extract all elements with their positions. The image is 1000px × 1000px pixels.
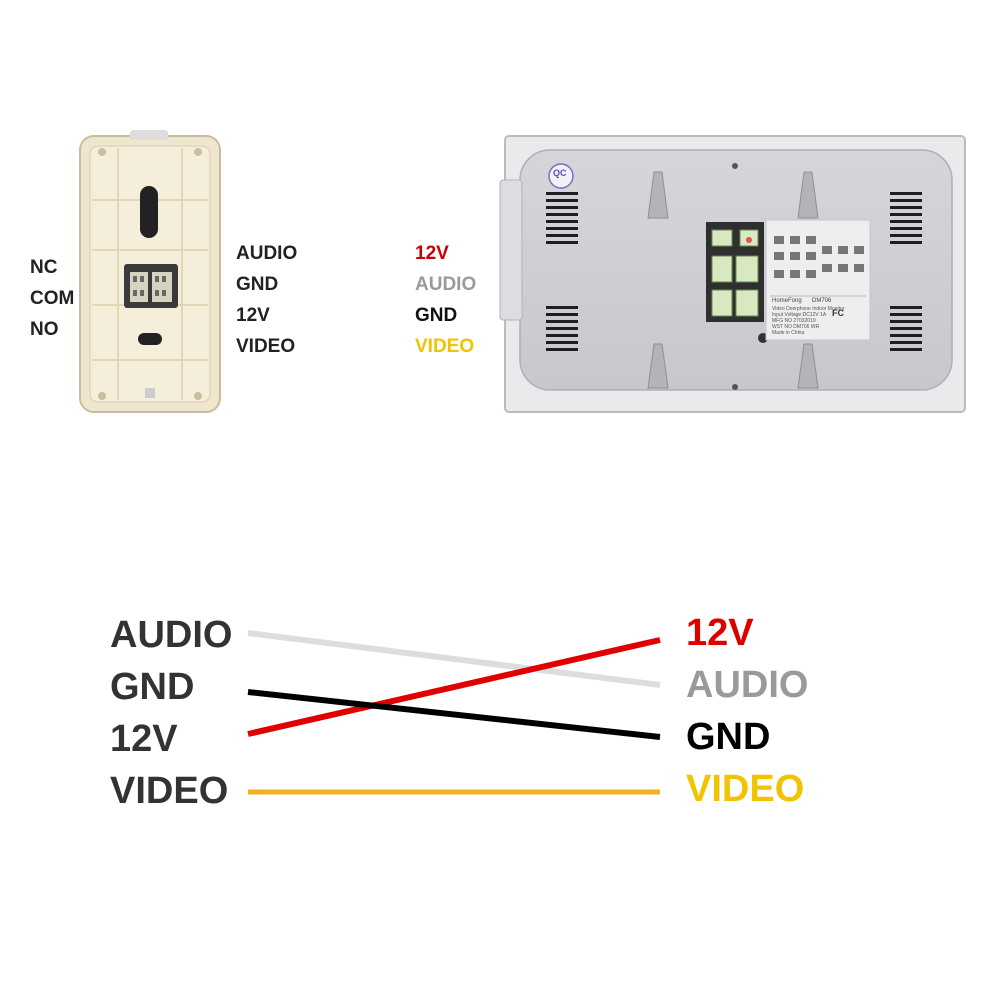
relay-label-no: NO [30,319,59,340]
wiring-left-audio: AUDIO [110,614,233,656]
indoor-label-video: VIDEO [415,336,475,357]
relay-label-com: COM [30,288,75,309]
wiring-left-gnd: GND [110,666,195,708]
spec-line-3: WST NO DM706 WR [772,324,820,330]
wiring-right-audio: AUDIO [686,664,809,706]
outdoor-label-gnd: GND [236,274,279,295]
relay-label-nc: NC [30,257,58,278]
spec-line-0: Video Doorphone Indoor Monitor [772,306,845,312]
spec-brand: HomeFong [772,298,802,304]
indoor-label-audio: AUDIO [415,274,477,295]
wiring-left-12v: 12V [110,718,178,760]
wire-12v [247,637,661,737]
wire-audio [247,630,661,688]
wire-gnd [247,689,661,740]
spec-model: DM706 [812,298,832,304]
fcc-mark: FC [832,308,844,318]
outdoor-unit-body [79,130,221,413]
qc-sticker-text: QC [553,168,567,178]
indoor-monitor-body [499,135,966,413]
spec-line-1: Input Voltage:DC12V 1A [772,312,827,318]
outdoor-label-12v: 12V [236,305,270,326]
indoor-label-gnd: GND [415,305,458,326]
wiring-right-gnd: GND [686,716,771,758]
spec-line-4: Made in China [772,330,805,336]
wiring-left-video: VIDEO [110,770,229,812]
wiring-right-12v: 12V [686,612,754,654]
indoor-label-12v: 12V [415,243,449,264]
outdoor-label-audio: AUDIO [236,243,298,264]
wiring-right-video: VIDEO [686,768,805,810]
outdoor-label-video: VIDEO [236,336,296,357]
spec-line-2: MFG NO 27032019 [772,318,816,324]
